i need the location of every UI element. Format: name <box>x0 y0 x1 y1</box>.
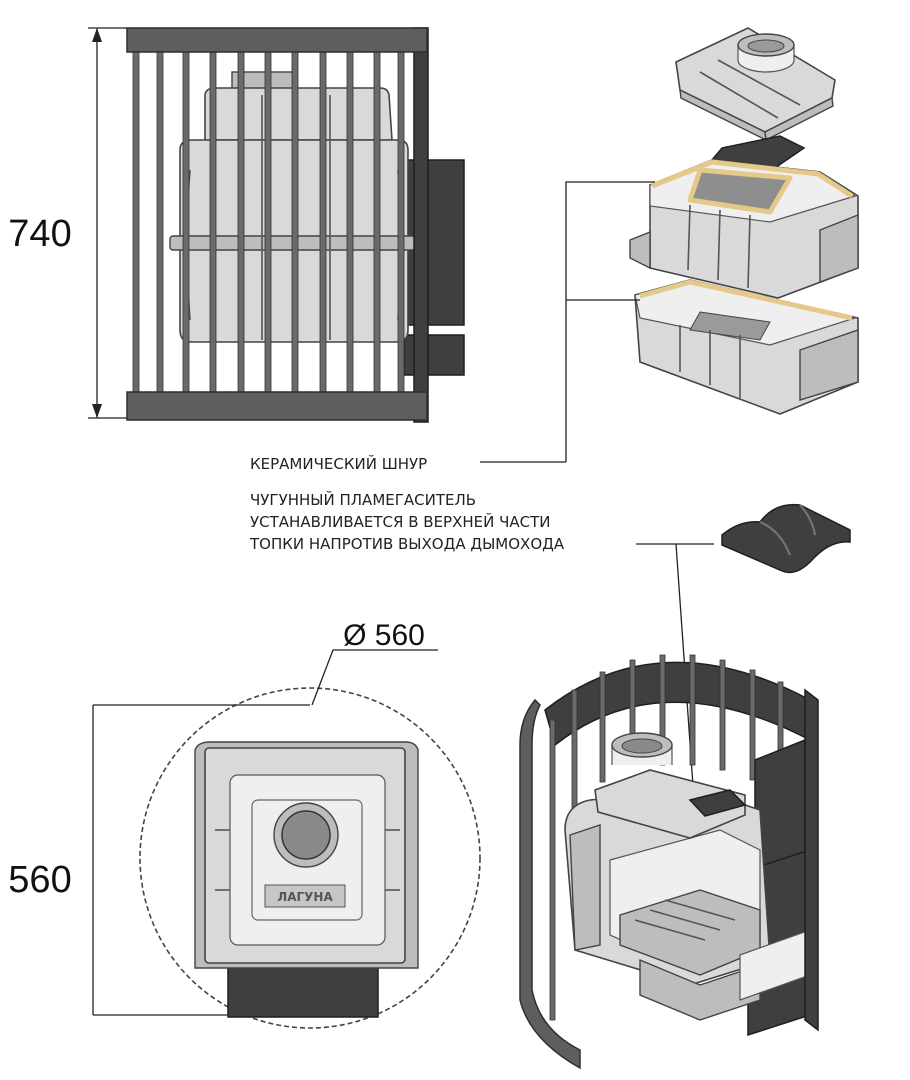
firebox-top-lid <box>675 27 836 142</box>
top-view: ЛАГУНА 560 Ø 560 <box>8 619 481 1029</box>
height-dimension-label: 740 <box>8 213 71 255</box>
front-view-bottom-ring <box>126 391 428 421</box>
firebox-lower-section <box>634 279 859 415</box>
flame-arrester-note-line1: ЧУГУННЫЙ ПЛАМЕГАСИТЕЛЬ <box>250 490 476 509</box>
width-dimension-line <box>92 704 310 1016</box>
ceramic-cord-upper <box>687 167 793 215</box>
exploded-view <box>480 27 859 463</box>
ceramic-cord-lower <box>639 279 853 321</box>
flame-arrester-note-line3: ТОПКИ НАПРОТИВ ВЫХОДА ДЫМОХОДА <box>249 535 565 553</box>
top-view-logo-label: ЛАГУНА <box>277 890 333 904</box>
flame-arrester-note: ЧУГУННЫЙ ПЛАМЕГАСИТЕЛЬ УСТАНАВЛИВАЕТСЯ В… <box>249 490 714 801</box>
front-view-top-ring <box>126 27 428 53</box>
flame-arrester-note-line2: УСТАНАВЛИВАЕТСЯ В ВЕРХНЕЙ ЧАСТИ <box>250 512 551 531</box>
width-dimension-label: 560 <box>8 859 71 901</box>
cutaway-view <box>519 654 819 1070</box>
flame-arrester-part <box>721 503 851 574</box>
cutaway-firebox <box>564 732 811 1021</box>
cutaway-front-cage <box>519 688 819 1070</box>
front-view: 740 <box>8 27 465 423</box>
gasket-plate <box>710 135 806 171</box>
ceramic-cord-leaders <box>480 181 655 463</box>
top-view-rear-plate <box>227 964 379 1018</box>
cutaway-cage-bars <box>571 654 784 821</box>
ceramic-cord-label: КЕРАМИЧЕСКИЙ ШНУР <box>250 454 427 473</box>
cutaway-top-ring <box>544 661 811 747</box>
front-view-side-post <box>413 27 429 423</box>
diameter-dimension-label: Ø 560 <box>343 619 425 652</box>
height-dimension-line <box>88 27 127 419</box>
top-view-chimney-opening <box>281 810 331 860</box>
diameter-dimension-line <box>311 649 438 706</box>
firebox-upper-section <box>629 159 859 299</box>
front-view-lower-plate <box>403 334 465 376</box>
